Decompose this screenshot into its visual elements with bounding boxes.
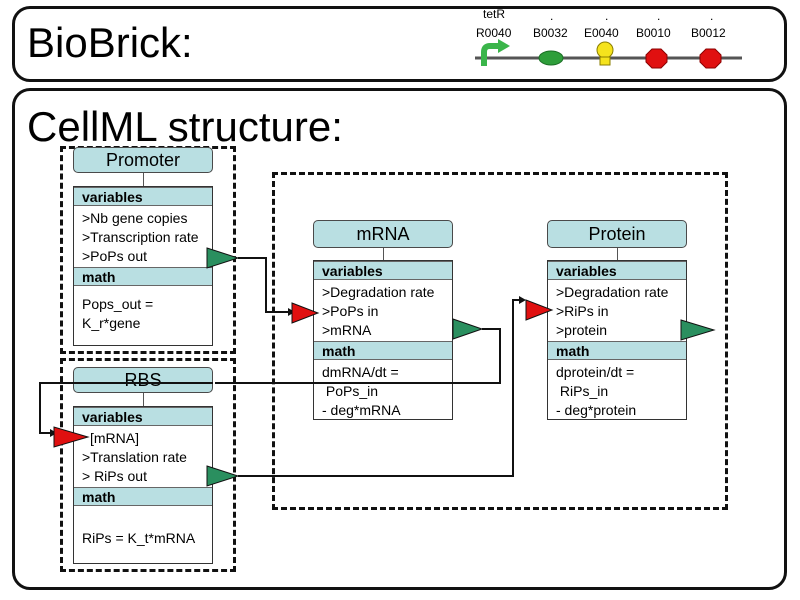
protein-body: variables >Degradation rate >RiPs in >pr… (547, 260, 687, 420)
port-mrna-pops-in (291, 302, 320, 324)
mrna-variable-pops-in: >PoPs in (322, 303, 379, 319)
protein-math-line-1: dprotein/dt = (556, 364, 635, 380)
mrna-math-line-1: dmRNA/dt = (322, 364, 399, 380)
terminator-stop-icon (699, 48, 722, 69)
port-mrna-out (452, 318, 484, 340)
rbs-variable-translation-rate: >Translation rate (82, 449, 187, 465)
rbs-math-line-1: RiPs = K_t*mRNA (82, 530, 196, 546)
part-label-b0010: B0010 (636, 26, 671, 40)
wire-mrna-to-rbs (39, 328, 501, 434)
mrna-math-header: math (314, 341, 452, 360)
promoter-variable-transcription-rate: >Transcription rate (82, 229, 199, 245)
part-label-b0032: B0032 (533, 26, 568, 40)
biobrick-parts-strip: tetR R0040 B0032 E0040 B0010 B0012 . . .… (475, 8, 742, 69)
promoter-math-line-1: Pops_out = (82, 296, 154, 312)
mrna-header: mRNA (313, 220, 453, 248)
protein-math-line-3: - deg*protein (556, 402, 637, 418)
protein-variable-protein: >protein (556, 322, 607, 338)
port-promoter-pops-out (206, 247, 240, 269)
protein-math-header: math (548, 341, 686, 360)
protein-stem (617, 248, 618, 260)
part-label-e0040: E0040 (584, 26, 619, 40)
promoter-arrow-icon (481, 39, 510, 66)
port-protein-out (680, 319, 716, 341)
mrna-math-line-2: PoPs_in (322, 383, 379, 399)
mrna-math-line-3: - deg*mRNA (322, 402, 401, 418)
part-label-r0040: R0040 (476, 26, 512, 40)
promoter-variables-header: variables (74, 187, 212, 206)
promoter-header: Promoter (73, 147, 213, 173)
biobrick-panel (12, 6, 787, 82)
part-label-above-r0040: tetR (483, 8, 505, 21)
protein-variables-header: variables (548, 261, 686, 280)
cellml-title: CellML structure: (27, 103, 343, 150)
rbs-group-outline (60, 358, 236, 572)
rbs-body: variables [mRNA] >Translation rate > RiP… (73, 406, 213, 564)
rbs-variable-mrna: [mRNA] (90, 430, 139, 446)
part-dot-b0032: . (550, 9, 553, 23)
rbs-variables-header: variables (74, 407, 212, 426)
arrowhead-rips-in (519, 296, 526, 304)
port-rbs-rips-out (206, 465, 240, 487)
rbs-stem (143, 393, 144, 406)
protein-header: Protein (547, 220, 687, 248)
mrna-variable-mrna: >mRNA (322, 322, 372, 338)
wire-rips-out-to-rips-in (238, 299, 523, 477)
protein-variable-rips-in: >RiPs in (556, 303, 609, 319)
protein-variable-degradation-rate: >Degradation rate (556, 284, 669, 300)
mrna-body: variables >Degradation rate >PoPs in >mR… (313, 260, 453, 420)
rbs-math-header: math (74, 487, 212, 506)
port-rbs-mrna-in (53, 426, 90, 448)
promoter-variable-nb-gene-copies: >Nb gene copies (82, 210, 188, 226)
part-dot-b0012: . (710, 9, 713, 23)
promoter-math-line-2: K_r*gene (82, 315, 141, 331)
promoter-stem (143, 173, 144, 186)
terminator-stop-icon (645, 48, 668, 69)
rbs-oval-icon (538, 50, 564, 66)
rbs-variable-rips-out: > RiPs out (82, 468, 147, 484)
mrna-protein-group-outline (272, 172, 728, 510)
port-protein-rips-in (525, 299, 554, 321)
lightbulb-icon (596, 41, 614, 66)
promoter-variable-pops-out: >PoPs out (82, 248, 147, 264)
mrna-stem (383, 248, 384, 260)
wire-pops-out-to-pops-in (238, 257, 292, 313)
rbs-header: RBS (73, 367, 213, 393)
part-label-b0012: B0012 (691, 26, 726, 40)
part-dot-b0010: . (657, 9, 660, 23)
promoter-body: variables >Nb gene copies >Transcription… (73, 186, 213, 346)
mrna-variable-degradation-rate: >Degradation rate (322, 284, 435, 300)
protein-math-line-2: RiPs_in (556, 383, 609, 399)
biobrick-title: BioBrick: (27, 19, 193, 66)
part-dot-e0040: . (605, 9, 608, 23)
promoter-math-header: math (74, 267, 212, 286)
mrna-variables-header: variables (314, 261, 452, 280)
